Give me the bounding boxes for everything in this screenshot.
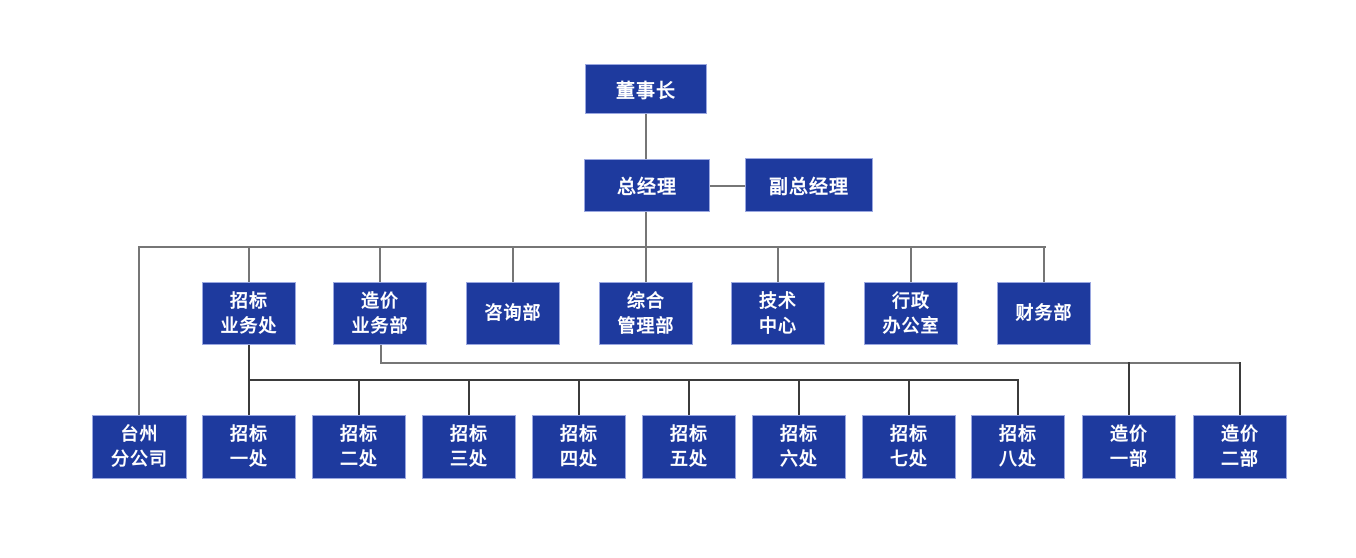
connector-stem-cost-bus <box>380 345 382 364</box>
connector-drop-cost-business-dept <box>379 246 381 282</box>
connector-drop-bidding-office-4 <box>578 379 580 415</box>
org-node-finance-dept: 财务部 <box>997 282 1091 345</box>
connector-cost-bus <box>380 362 1241 364</box>
connector-drop-bidding-office-5 <box>688 379 690 415</box>
connector-chairman-gm <box>645 114 647 160</box>
connector-drop-technology-center <box>777 246 779 282</box>
connector-drop-bidding-office-3 <box>468 379 470 415</box>
org-node-technology-center: 技术 中心 <box>731 282 825 345</box>
org-node-general-manager: 总经理 <box>584 159 710 212</box>
org-node-bidding-office-1: 招标 一处 <box>202 415 296 479</box>
connector-drop-bidding-office-6 <box>798 379 800 415</box>
org-node-bidding-office-8: 招标 八处 <box>971 415 1065 479</box>
org-node-cost-dept-2: 造价 二部 <box>1193 415 1287 479</box>
connector-drop-bidding-office-7 <box>908 379 910 415</box>
org-node-taizhou-branch: 台州 分公司 <box>92 415 187 479</box>
connector-gm-deputy <box>709 185 745 187</box>
org-node-bidding-office-4: 招标 四处 <box>532 415 626 479</box>
connector-drop-taizhou-branch <box>138 246 140 415</box>
org-node-bidding-office-2: 招标 二处 <box>312 415 406 479</box>
connector-drop-cost-dept-2 <box>1239 362 1241 415</box>
org-node-bidding-office-5: 招标 五处 <box>642 415 736 479</box>
connector-bidding-bus <box>248 379 1019 381</box>
org-node-bidding-office-7: 招标 七处 <box>862 415 956 479</box>
org-node-chairman: 董事长 <box>585 64 707 114</box>
org-node-bidding-business-office: 招标 业务处 <box>202 282 296 345</box>
org-node-bidding-office-3: 招标 三处 <box>422 415 516 479</box>
connector-drop-consulting-dept <box>512 246 514 282</box>
connector-drop-bidding-office-2 <box>358 379 360 415</box>
connector-level2-bus <box>138 246 1046 248</box>
org-node-consulting-dept: 咨询部 <box>466 282 560 345</box>
connector-drop-cost-dept-1 <box>1128 362 1130 415</box>
org-node-admin-office: 行政 办公室 <box>864 282 958 345</box>
org-node-general-management-dept: 综合 管理部 <box>599 282 693 345</box>
connector-drop-bidding-office-8 <box>1017 379 1019 415</box>
connector-drop-finance-dept <box>1043 246 1045 282</box>
org-node-cost-business-dept: 造价 业务部 <box>333 282 427 345</box>
connector-drop-admin-office <box>910 246 912 282</box>
connector-drop-bidding-business-office <box>248 246 250 282</box>
org-node-cost-dept-1: 造价 一部 <box>1082 415 1176 479</box>
org-node-deputy-general-manager: 副总经理 <box>745 158 873 212</box>
org-node-bidding-office-6: 招标 六处 <box>752 415 846 479</box>
